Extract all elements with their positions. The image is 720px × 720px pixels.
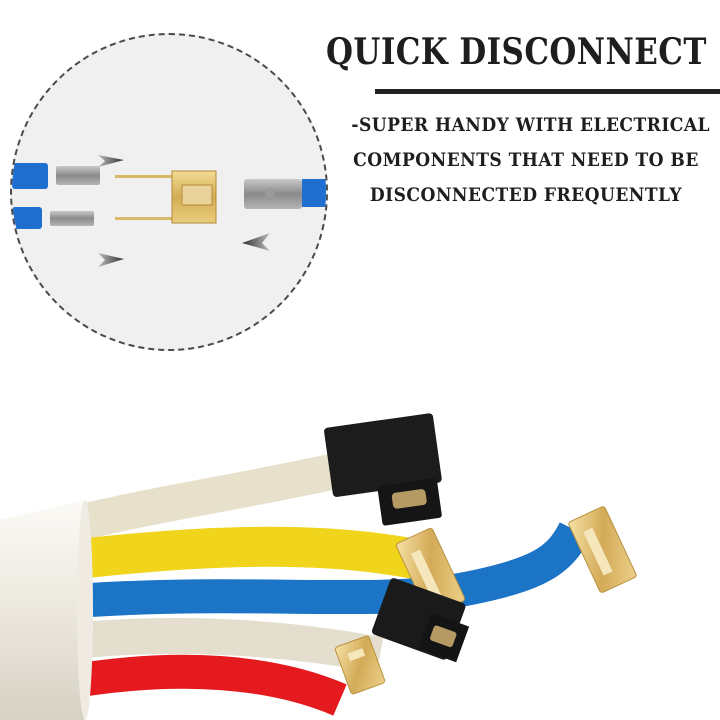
red-wire [77,654,347,716]
brass-spade-connector [395,527,466,617]
blue-insulation [302,179,326,207]
male-terminal [56,166,100,185]
subtitle-line: COMPONENTS THAT NEED TO BE [353,149,699,171]
subtitle-line: -SUPER HANDY WITH ELECTRICAL [351,114,711,136]
headline: QUICK DISCONNECT [326,31,707,73]
arrow-right-icon [98,253,124,267]
white-wire [65,452,344,543]
arrow-right-icon [98,155,124,167]
detail-circle [10,33,328,351]
terminal-detail-illustration [12,155,326,267]
yellow-wire [67,526,424,580]
white-wire [78,617,384,673]
brass-spade-connector [568,506,637,593]
arrow-left-icon [242,233,270,251]
blue-insulation [12,163,48,189]
subtitle: -SUPER HANDY WITH ELECTRICAL COMPONENTS … [332,108,720,213]
brass-spade-connector [334,635,386,695]
black-connector [372,578,470,663]
cable-sleeve [0,500,90,720]
wire-bundle-photo [0,413,637,720]
subtitle-line: DISCONNECTED FREQUENTLY [369,184,683,206]
headline-underline [375,89,720,94]
black-connector [324,413,442,526]
